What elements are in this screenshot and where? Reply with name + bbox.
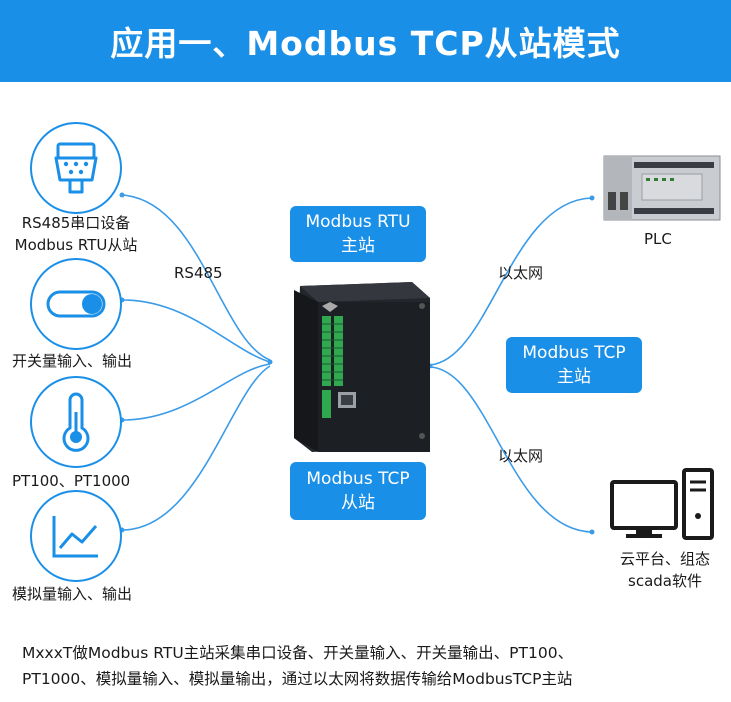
analog-chart-icon	[52, 516, 98, 558]
left-item-analog-label: 模拟量输入、输出	[12, 585, 133, 603]
io-module-device	[294, 282, 430, 452]
modbus-tcp-master-box: Modbus TCP 主站	[506, 337, 642, 393]
page-title-banner: 应用一、Modbus TCP从站模式	[0, 0, 731, 82]
left-item-serial-label: RS485串口设备 Modbus RTU从站	[14, 214, 138, 254]
digital-io-circle	[30, 258, 122, 350]
temperature-circle	[30, 376, 122, 468]
description-caption: MxxxT做Modbus RTU主站采集串口设备、开关量输入、开关量输出、PT1…	[22, 644, 574, 688]
ethernet-top-label: 以太网	[498, 264, 544, 282]
modbus-tcp-slave-box: Modbus TCP 从站	[290, 462, 426, 520]
plc-device	[603, 155, 721, 221]
serial-device-circle	[30, 122, 122, 214]
cloud-platform-label: 云平台、组态 scada软件	[619, 550, 710, 590]
left-item-digital-label: 开关量输入、输出	[12, 352, 133, 370]
page-title: 应用一、Modbus TCP从站模式	[110, 24, 621, 63]
toggle-switch-icon	[46, 290, 106, 318]
ethernet-bottom-label: 以太网	[498, 447, 544, 465]
thermometer-icon	[62, 392, 90, 452]
computer-icon	[610, 468, 714, 540]
rs485-label: RS485	[174, 264, 223, 282]
modbus-rtu-master-box: Modbus RTU 主站	[290, 206, 426, 262]
left-item-temperature-label: PT100、PT1000	[12, 472, 131, 490]
plc-label: PLC	[644, 230, 672, 248]
analog-io-circle	[30, 490, 122, 582]
serial-port-icon	[54, 142, 98, 194]
